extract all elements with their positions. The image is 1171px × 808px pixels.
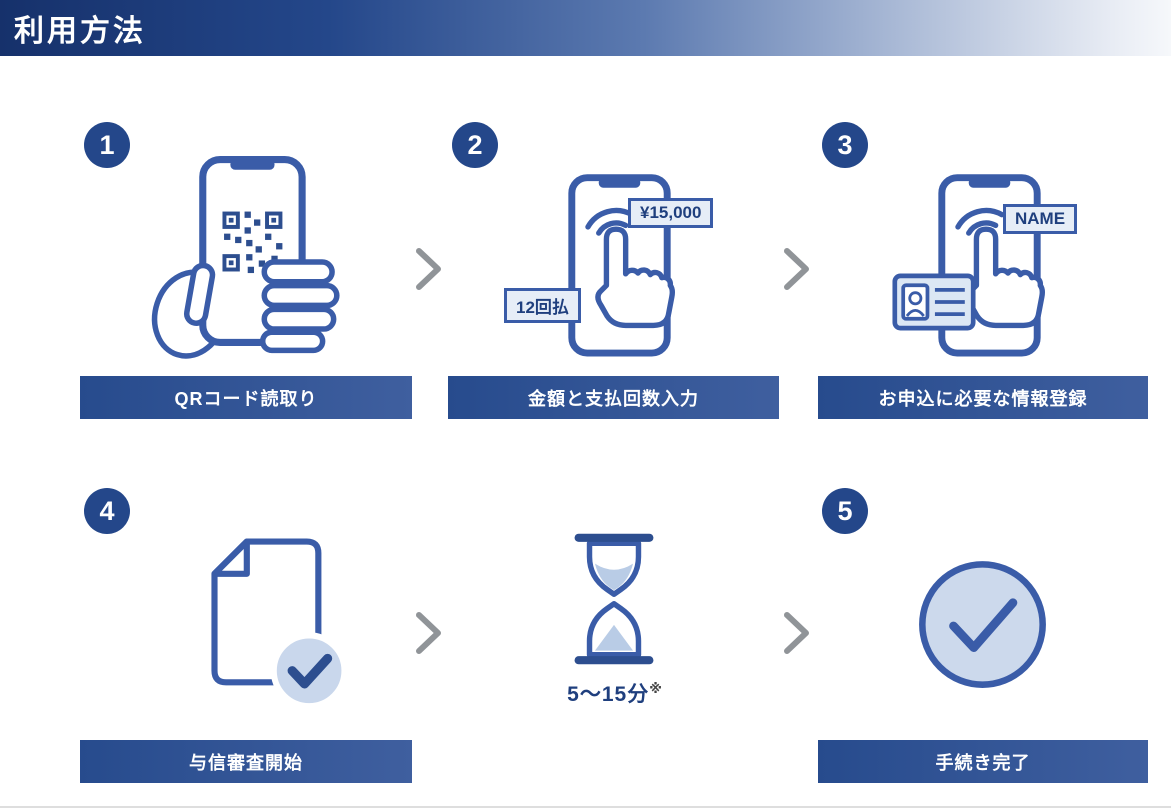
info-registration-phone-icon: NAME: [870, 168, 1110, 373]
wait-time-label: 5～15分※: [535, 678, 695, 708]
step-1-number-badge: 1: [84, 122, 130, 168]
step-4-number-badge: 4: [84, 488, 130, 534]
hourglass-icon: [546, 524, 682, 679]
chevron-right-icon: [414, 610, 444, 661]
wait-duration-text: 5～15分: [567, 683, 650, 706]
installments-tag: 12回払: [504, 288, 581, 323]
chevron-right-icon: [414, 246, 444, 297]
step-1-label: QRコード読取り: [80, 376, 412, 419]
step-5-number-badge: 5: [822, 488, 868, 534]
completion-check-icon: [910, 552, 1055, 702]
step-3-label: お申込に必要な情報登録: [818, 376, 1148, 419]
amount-input-phone-icon: ¥15,000 12回払: [500, 168, 740, 373]
step-2-number-badge: 2: [452, 122, 498, 168]
step-2-label: 金額と支払回数入力: [448, 376, 779, 419]
steps-canvas: 1 2 3 4 5: [0, 56, 1171, 806]
qr-scan-phone-icon: [146, 150, 351, 368]
page-title: 利用方法: [14, 15, 146, 48]
amount-tag: ¥15,000: [628, 198, 714, 228]
chevron-right-icon: [782, 246, 812, 297]
step-5-label: 手続き完了: [818, 740, 1148, 783]
document-check-icon: [172, 520, 357, 725]
note-asterisk: ※: [649, 681, 663, 696]
chevron-right-icon: [782, 610, 812, 661]
step-4-label: 与信審査開始: [80, 740, 412, 783]
header-banner: 利用方法: [0, 0, 1171, 56]
name-tag: NAME: [1003, 204, 1078, 234]
step-3-number-badge: 3: [822, 122, 868, 168]
id-card-icon: [892, 272, 976, 332]
